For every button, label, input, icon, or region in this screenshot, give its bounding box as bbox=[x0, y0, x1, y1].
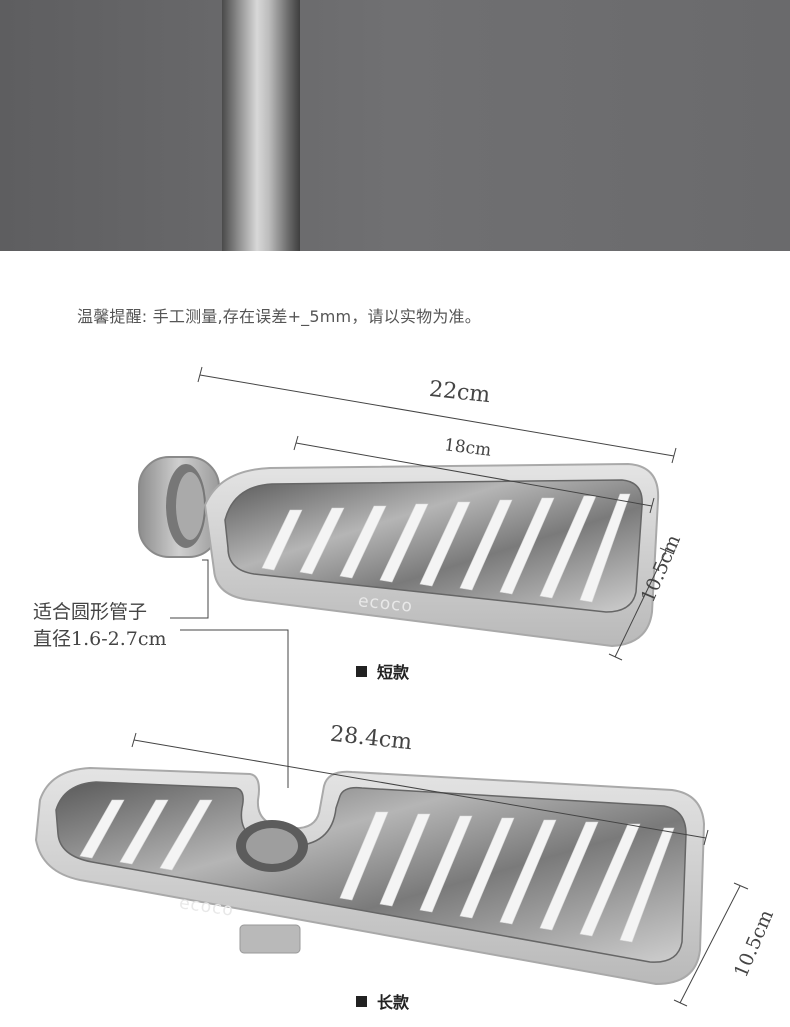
measurement-notice: 温馨提醒: 手工测量,存在误差+_5mm，请以实物为准。 bbox=[77, 307, 481, 326]
long-tray-basin bbox=[55, 781, 687, 963]
long-tray-slats bbox=[79, 799, 675, 943]
fit-note-line1: 适合圆形管子 bbox=[33, 601, 148, 623]
bullet-square-icon bbox=[356, 995, 367, 1007]
fit-note: 适合圆形管子 直径1.6-2.7cm bbox=[33, 599, 167, 653]
short-model-label: 短款 bbox=[356, 659, 409, 683]
bullet-square-icon bbox=[356, 665, 367, 677]
fit-note-line2: 直径1.6-2.7cm bbox=[33, 628, 167, 650]
hero-photo bbox=[0, 0, 790, 251]
short-tray-slats bbox=[261, 493, 631, 603]
shower-pole bbox=[222, 0, 300, 251]
short-tray bbox=[138, 456, 660, 648]
dimension-lines bbox=[131, 366, 749, 1007]
long-tray bbox=[34, 766, 706, 986]
long-model-label: 长款 bbox=[356, 989, 409, 1013]
long-tray-clamp bbox=[239, 924, 301, 954]
